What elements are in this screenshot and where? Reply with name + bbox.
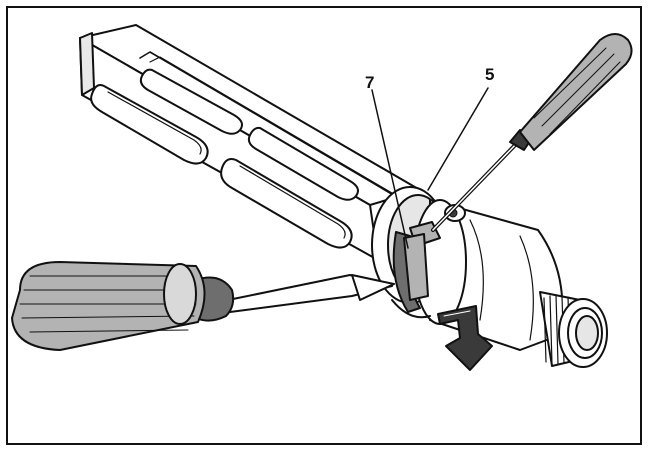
- curved-rotation-arrow-icon: [437, 305, 493, 371]
- rail-slot-2: [220, 158, 353, 249]
- leader-line-7: [371, 89, 409, 249]
- cylinder-body: [413, 199, 564, 351]
- retaining-ring: [391, 221, 441, 319]
- rail-slot-3: [139, 68, 243, 135]
- screwdriver-left: [11, 261, 395, 351]
- rail-slot-1: [90, 84, 209, 165]
- callout-7: 7: [365, 73, 374, 92]
- slotted-rail: [79, 24, 421, 261]
- leader-line-5: [427, 87, 489, 191]
- rail-slot-4: [247, 126, 359, 201]
- callout-5: 5: [485, 65, 494, 84]
- threaded-end: [539, 291, 608, 368]
- screwdriver-right: [431, 33, 633, 232]
